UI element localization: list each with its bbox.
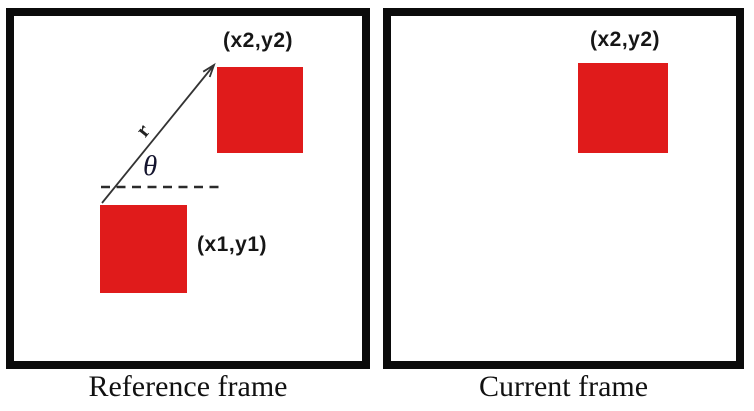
arrowhead-icon — [202, 62, 216, 78]
current-red-square-x2y2 — [578, 63, 668, 153]
reference-frame-caption: Reference frame — [88, 370, 288, 403]
reference-point2-label: (x2,y2) — [222, 29, 294, 52]
current-frame-caption: Current frame — [478, 370, 649, 403]
current-point2-label: (x2,y2) — [589, 28, 661, 51]
vector-overlay — [101, 62, 220, 204]
reference-point1-label: (x1,y1) — [197, 233, 268, 256]
displacement-arrow-shaft — [101, 64, 215, 204]
reference-frame: (x2,y2) (x1,y1) r θ — [6, 8, 370, 369]
reference-red-square-x2y2 — [217, 67, 303, 153]
current-frame-inner: (x2,y2) — [391, 16, 736, 361]
angle-theta-label: θ — [143, 150, 158, 182]
current-frame: (x2,y2) — [383, 8, 744, 369]
reference-red-square-x1y1 — [100, 205, 187, 293]
reference-frame-inner: (x2,y2) (x1,y1) r θ — [14, 16, 362, 361]
